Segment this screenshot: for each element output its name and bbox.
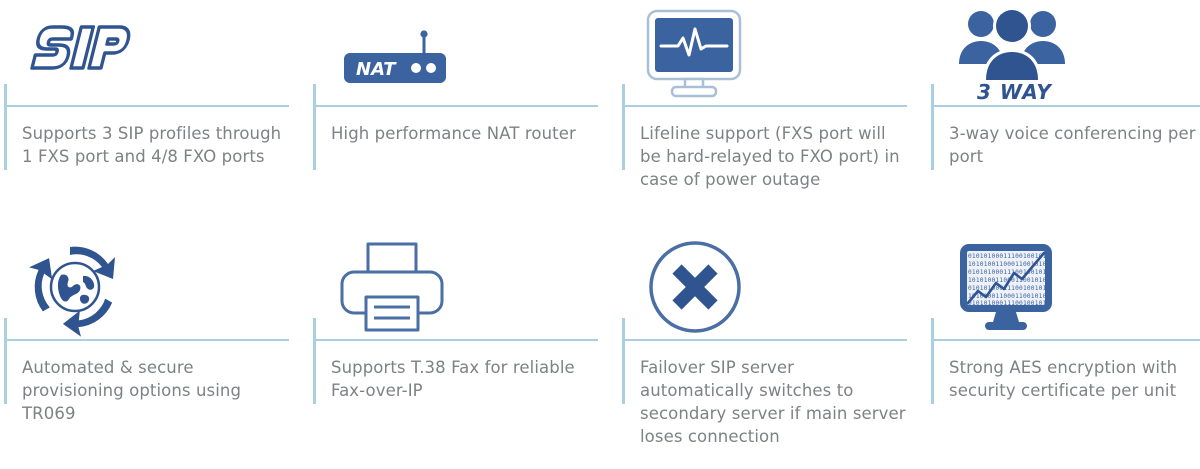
svg-text:010101000111001001010101: 010101000111001001010101 xyxy=(968,300,1056,307)
svg-text:010101000111001001010101: 010101000111001001010101 xyxy=(968,285,1056,292)
icon-area xyxy=(5,0,305,106)
feature-caption: Failover SIP server automatically switch… xyxy=(640,358,906,446)
three-way-label: 3 WAY xyxy=(977,80,1053,102)
cell-rule-horizontal xyxy=(622,105,907,107)
feature-row-1: Supports 3 SIP profiles through 1 FXS po… xyxy=(0,0,1200,234)
cell-rule-horizontal xyxy=(4,105,289,107)
feature-caption: Automated & secure provisioning options … xyxy=(22,358,242,423)
icon-area: 3 WAY xyxy=(932,0,1200,106)
svg-text:101010011000110010101100: 101010011000110010101100 xyxy=(968,277,1056,284)
encryption-monitor-icon: 010101000111001001010101 101010011000110… xyxy=(960,244,1056,330)
feature-cell-t38-fax: Supports T.38 Fax for reliable Fax-over-… xyxy=(309,234,618,468)
cell-rule-vertical xyxy=(622,84,625,170)
cell-rule-horizontal xyxy=(313,105,598,107)
cell-rule-vertical xyxy=(313,318,316,404)
svg-text:101010011000110010101100: 101010011000110010101100 xyxy=(968,261,1056,268)
feature-caption: Supports T.38 Fax for reliable Fax-over-… xyxy=(331,358,575,400)
cell-rule-horizontal xyxy=(313,339,598,341)
cell-rule-vertical xyxy=(622,318,625,404)
x-circle-icon xyxy=(649,241,741,333)
sip-logo-icon xyxy=(30,25,131,70)
cell-rule-vertical xyxy=(4,84,7,170)
feature-caption: High performance NAT router xyxy=(331,124,576,143)
feature-cell-failover-sip-server: Failover SIP server automatically switch… xyxy=(618,234,927,468)
cell-rule-horizontal xyxy=(4,339,289,341)
icon-area: NAT xyxy=(314,0,614,106)
globe-refresh-arrows-icon xyxy=(29,246,115,337)
feature-cell-lifeline-support: Lifeline support (FXS port will be hard-… xyxy=(618,0,927,234)
icon-area: 010101000111001001010101 101010011000110… xyxy=(932,234,1200,340)
cell-rule-vertical xyxy=(313,84,316,170)
cell-rule-vertical xyxy=(4,318,7,404)
cell-rule-vertical xyxy=(931,84,934,170)
cell-rule-horizontal xyxy=(622,339,907,341)
cell-rule-horizontal xyxy=(931,105,1200,107)
cell-rule-vertical xyxy=(931,318,934,404)
three-people-icon: 3 WAY xyxy=(959,7,1065,102)
svg-text:010101000111001001010101: 010101000111001001010101 xyxy=(968,269,1056,276)
nat-label: NAT xyxy=(356,59,397,80)
feature-caption: 3-way voice conferencing per port xyxy=(949,124,1196,166)
feature-caption: Strong AES encryption with security cert… xyxy=(949,358,1178,400)
monitor-pulse-icon xyxy=(646,9,742,98)
icon-area xyxy=(5,234,305,340)
svg-text:101010011000110010101100: 101010011000110010101100 xyxy=(968,293,1056,300)
icon-area xyxy=(314,234,614,340)
feature-row-2: Automated & secure provisioning options … xyxy=(0,234,1200,468)
nat-router-icon: NAT xyxy=(344,30,446,83)
feature-cell-aes-encryption: 010101000111001001010101 101010011000110… xyxy=(927,234,1200,468)
svg-text:010101000111001001010101: 010101000111001001010101 xyxy=(968,253,1056,260)
feature-cell-auto-provisioning: Automated & secure provisioning options … xyxy=(0,234,309,468)
feature-caption: Supports 3 SIP profiles through 1 FXS po… xyxy=(22,124,282,166)
fax-printer-icon xyxy=(340,242,444,332)
icon-area xyxy=(623,0,923,106)
icon-area xyxy=(623,234,923,340)
feature-cell-three-way-conferencing: 3 WAY 3-way voice conferencing per port xyxy=(927,0,1200,234)
feature-caption: Lifeline support (FXS port will be hard-… xyxy=(640,124,900,189)
cell-rule-horizontal xyxy=(931,339,1200,341)
feature-cell-nat-router: NAT High performance NAT router xyxy=(309,0,618,234)
feature-cell-sip-profiles: Supports 3 SIP profiles through 1 FXS po… xyxy=(0,0,309,234)
